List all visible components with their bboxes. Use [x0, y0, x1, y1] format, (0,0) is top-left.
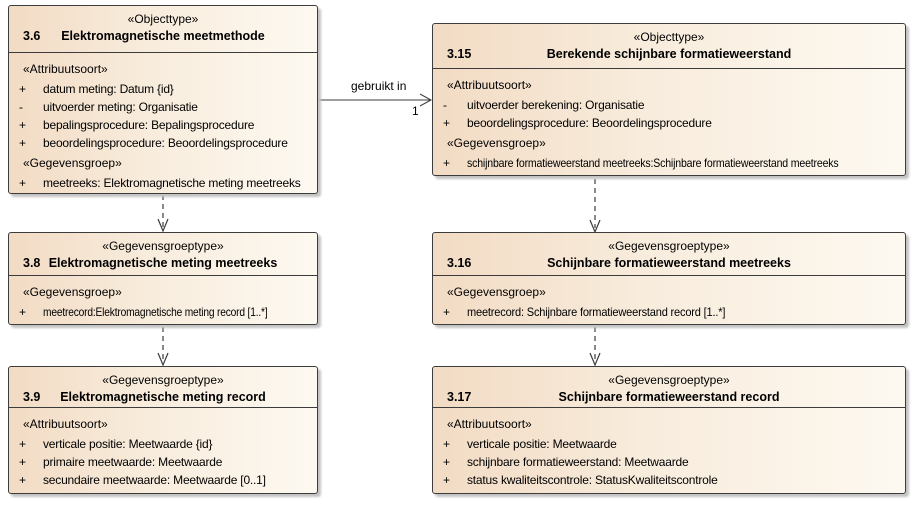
class-header: «Gegevensgroeptype» 3.8 Elektromagnetisc…	[9, 233, 317, 276]
attribute-row: + bepalingsprocedure: Bepalingsprocedure	[9, 116, 317, 134]
attribute-text: uitvoerder meting: Organisatie	[43, 100, 198, 114]
stereotype-label: «Gegevensgroeptype»	[608, 373, 730, 387]
class-box-elektromagnetische-meetmethode[interactable]: «Objecttype» 3.6 Elektromagnetische meet…	[8, 5, 318, 194]
class-body: «Attribuutsoort» - uitvoerder berekening…	[433, 69, 905, 172]
visibility-marker: +	[19, 455, 27, 469]
class-body: «Attribuutsoort» + datum meting: Datum {…	[9, 53, 317, 192]
class-number: 3.17	[447, 390, 472, 404]
section-stereotype: «Gegevensgroep»	[447, 136, 546, 150]
attribute-row: + verticale positie: Meetwaarde {id}	[9, 435, 317, 453]
attribute-row: + meetrecord: Schijnbare formatieweersta…	[433, 303, 905, 321]
attribute-row: + meetreeks: Elektromagnetische meting m…	[9, 174, 317, 192]
visibility-marker: +	[19, 437, 27, 451]
class-header: «Gegevensgroeptype» 3.17 Schijnbare form…	[433, 367, 905, 408]
association-label: gebruikt in	[351, 79, 407, 93]
section-stereotype: «Attribuutsoort»	[447, 78, 532, 92]
visibility-marker: +	[443, 305, 451, 319]
stereotype-label: «Gegevensgroeptype»	[608, 239, 730, 253]
visibility-marker: +	[443, 437, 451, 451]
dependency-arrow-3-6-to-3-8	[157, 195, 169, 233]
attribute-text: meetreeks: Elektromagnetische meting mee…	[43, 176, 301, 190]
visibility-marker: +	[443, 473, 451, 487]
section-stereotype: «Attribuutsoort»	[23, 62, 108, 76]
stereotype-label: «Objecttype»	[127, 12, 199, 26]
class-name: Elektromagnetische meting meetreeks	[48, 256, 278, 270]
attribute-text: bepalingsprocedure: Bepalingsprocedure	[43, 118, 255, 132]
class-body: «Attribuutsoort» + verticale positie: Me…	[433, 408, 905, 489]
attribute-text: schijnbare formatieweerstand meetreeks:S…	[467, 156, 839, 170]
class-body: «Attribuutsoort» + verticale positie: Me…	[9, 408, 317, 489]
visibility-marker: +	[443, 116, 451, 130]
class-box-schijnbare-formatieweerstand-record[interactable]: «Gegevensgroeptype» 3.17 Schijnbare form…	[432, 366, 906, 494]
class-number: 3.16	[447, 256, 472, 270]
visibility-marker: -	[19, 100, 23, 114]
attribute-text: meetrecord:Elektromagnetische meting rec…	[43, 305, 268, 319]
class-header: «Objecttype» 3.6 Elektromagnetische meet…	[9, 6, 317, 53]
attribute-text: beoordelingsprocedure: Beoordelingsproce…	[43, 136, 288, 150]
section-stereotype: «Attribuutsoort»	[447, 417, 532, 431]
attribute-row: + verticale positie: Meetwaarde	[433, 435, 905, 453]
attribute-row: + primaire meetwaarde: Meetwaarde	[9, 453, 317, 471]
stereotype-label: «Objecttype»	[633, 30, 705, 44]
class-number: 3.15	[447, 47, 472, 61]
attribute-row: + schijnbare formatieweerstand: Meetwaar…	[433, 453, 905, 471]
attribute-row: + datum meting: Datum {id}	[9, 80, 317, 98]
section-stereotype: «Gegevensgroep»	[447, 285, 546, 299]
attribute-row: - uitvoerder berekening: Organisatie	[433, 96, 905, 114]
class-body: «Gegevensgroep» + meetrecord:Elektromagn…	[9, 276, 317, 321]
stereotype-label: «Gegevensgroeptype»	[102, 239, 224, 253]
class-name: Berekende schijnbare formatieweerstand	[546, 47, 792, 61]
attribute-row: + meetrecord:Elektromagnetische meting r…	[9, 303, 317, 321]
visibility-marker: +	[443, 455, 451, 469]
attribute-text: beoordelingsprocedure: Beoordelingsproce…	[467, 116, 712, 130]
class-header: «Objecttype» 3.15 Berekende schijnbare f…	[433, 24, 905, 69]
class-box-schijnbare-formatieweerstand-meetreeks[interactable]: «Gegevensgroeptype» 3.16 Schijnbare form…	[432, 232, 906, 325]
visibility-marker: +	[19, 305, 27, 319]
class-name: Elektromagnetische meetmethode	[61, 29, 265, 43]
class-box-berekende-schijnbare-formatieweerstand[interactable]: «Objecttype» 3.15 Berekende schijnbare f…	[432, 23, 906, 176]
section-stereotype: «Gegevensgroep»	[23, 156, 122, 170]
attribute-text: status kwaliteitscontrole: StatusKwalite…	[467, 473, 718, 487]
attribute-text: meetrecord: Schijnbare formatieweerstand…	[467, 305, 726, 319]
visibility-marker: +	[19, 473, 27, 487]
attribute-row: + beoordelingsprocedure: Beoordelingspro…	[433, 114, 905, 132]
visibility-marker: +	[19, 136, 27, 150]
visibility-marker: +	[19, 176, 27, 190]
attribute-text: uitvoerder berekening: Organisatie	[467, 98, 645, 112]
dependency-arrow-3-16-to-3-17	[589, 327, 601, 367]
attribute-row: + schijnbare formatieweerstand meetreeks…	[433, 154, 905, 172]
dependency-arrow-3-8-to-3-9	[157, 327, 169, 367]
class-header: «Gegevensgroeptype» 3.9 Elektromagnetisc…	[9, 367, 317, 408]
attribute-row: + status kwaliteitscontrole: StatusKwali…	[433, 471, 905, 489]
class-box-elektromagnetische-meting-meetreeks[interactable]: «Gegevensgroeptype» 3.8 Elektromagnetisc…	[8, 232, 318, 325]
attribute-row: - uitvoerder meting: Organisatie	[9, 98, 317, 116]
class-name: Elektromagnetische meting record	[60, 390, 266, 404]
attribute-row: + secundaire meetwaarde: Meetwaarde [0..…	[9, 471, 317, 489]
class-number: 3.6	[23, 29, 41, 43]
visibility-marker: +	[19, 118, 27, 132]
class-number: 3.8	[23, 256, 41, 270]
section-stereotype: «Attribuutsoort»	[23, 417, 108, 431]
class-name: Schijnbare formatieweerstand meetreeks	[547, 256, 791, 270]
attribute-text: primaire meetwaarde: Meetwaarde	[43, 455, 223, 469]
attribute-text: verticale positie: Meetwaarde {id}	[43, 437, 213, 451]
class-number: 3.9	[23, 390, 41, 404]
class-header: «Gegevensgroeptype» 3.16 Schijnbare form…	[433, 233, 905, 276]
class-box-elektromagnetische-meting-record[interactable]: «Gegevensgroeptype» 3.9 Elektromagnetisc…	[8, 366, 318, 494]
attribute-text: schijnbare formatieweerstand: Meetwaarde	[467, 455, 689, 469]
attribute-row: + beoordelingsprocedure: Beoordelingspro…	[9, 134, 317, 152]
stereotype-label: «Gegevensgroeptype»	[102, 373, 224, 387]
section-stereotype: «Gegevensgroep»	[23, 285, 122, 299]
attribute-text: verticale positie: Meetwaarde	[467, 437, 617, 451]
attribute-text: datum meting: Datum {id}	[43, 82, 174, 96]
class-name: Schijnbare formatieweerstand record	[558, 390, 780, 404]
class-body: «Gegevensgroep» + meetrecord: Schijnbare…	[433, 276, 905, 321]
attribute-text: secundaire meetwaarde: Meetwaarde [0..1]	[43, 473, 266, 487]
visibility-marker: +	[443, 156, 451, 170]
dependency-arrow-3-15-to-3-16	[589, 179, 601, 234]
visibility-marker: +	[19, 82, 27, 96]
association-multiplicity: 1	[412, 104, 419, 118]
visibility-marker: -	[443, 98, 447, 112]
